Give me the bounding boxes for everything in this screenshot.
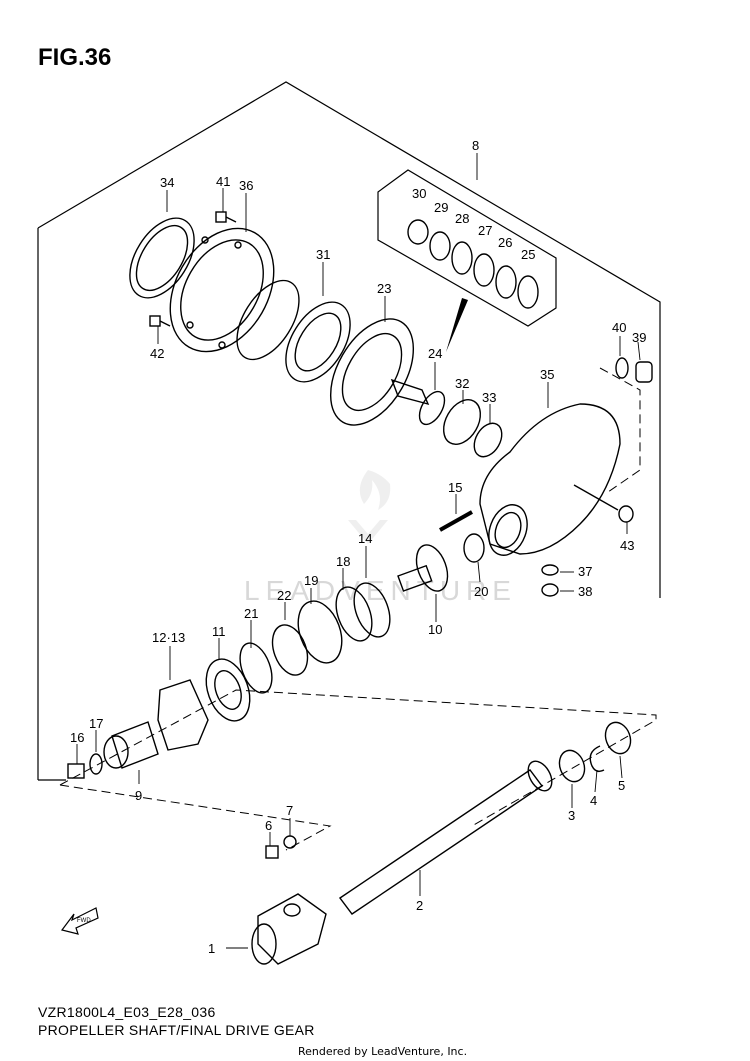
- part-16-17-nut: [67, 753, 103, 779]
- part-35-housing: [479, 403, 621, 556]
- callout-41: 41: [216, 174, 230, 189]
- callout-3: 3: [568, 808, 575, 823]
- callout-2: 2: [416, 898, 423, 913]
- forward-arrow-icon: FWD: [60, 907, 99, 935]
- callout-9: 9: [135, 788, 142, 803]
- part-2-propeller-shaft: [338, 760, 553, 915]
- callout-31: 31: [316, 247, 330, 262]
- render-credit: Rendered by LeadVenture, Inc.: [298, 1045, 468, 1058]
- bearing-stack-14-22: [239, 582, 391, 694]
- callout-4: 4: [590, 793, 597, 808]
- callout-43: 43: [620, 538, 634, 553]
- callout-38: 38: [578, 584, 592, 599]
- part-43-bolt: [573, 484, 634, 523]
- callout-36: 36: [239, 178, 253, 193]
- dashed-guide-lines: [59, 367, 657, 851]
- callout-5: 5: [618, 778, 625, 793]
- figure-title: FIG.36: [38, 44, 112, 71]
- part-31-ring: [236, 279, 351, 383]
- callout-29: 29: [434, 200, 448, 215]
- watermark-logo: [348, 470, 391, 544]
- callout-34: 34: [160, 175, 174, 190]
- callout-14: 14: [358, 531, 372, 546]
- callout-20: 20: [474, 584, 488, 599]
- part-32-bearing: [418, 390, 503, 458]
- part-36-flange: [169, 227, 275, 353]
- part-10-pinion: [397, 544, 449, 592]
- callout-35: 35: [540, 367, 554, 382]
- callout-24: 24: [428, 346, 442, 361]
- callout-18: 18: [336, 554, 350, 569]
- watermark-text: LEADVENTURE: [244, 575, 517, 606]
- callout-27: 27: [478, 223, 492, 238]
- part-11-housing-nut: [205, 658, 251, 722]
- callout-19: 19: [304, 573, 318, 588]
- callout-26: 26: [498, 235, 512, 250]
- callout-42: 42: [150, 346, 164, 361]
- callout-30: 30: [412, 186, 426, 201]
- part-1-universal-joint: [251, 893, 327, 965]
- callout-7: 7: [286, 803, 293, 818]
- part-20-bearing: [463, 533, 485, 563]
- part-34-seal: [129, 217, 195, 299]
- callout-33: 33: [482, 390, 496, 405]
- part-39-40-plug: [615, 357, 653, 383]
- assembly-frame: [37, 81, 661, 781]
- seal-kit-box: [377, 169, 557, 327]
- callout-8: 8: [472, 138, 479, 153]
- callout-25: 25: [521, 247, 535, 262]
- pointer-arrow-icon: [446, 298, 468, 352]
- part-12-13-gasket: [157, 679, 209, 751]
- model-code: VZR1800L4_E03_E28_036: [38, 1004, 216, 1020]
- part-41-42-bolts: [149, 211, 237, 327]
- part-3-4-5-rings: [558, 721, 632, 783]
- callout-17: 17: [89, 716, 103, 731]
- part-15-stud: [439, 510, 473, 532]
- figure-caption: PROPELLER SHAFT/FINAL DRIVE GEAR: [38, 1022, 315, 1038]
- leader-lines: [76, 153, 641, 949]
- part-9-bush: [103, 721, 159, 769]
- callout-12-13: 12·13: [152, 630, 185, 645]
- fwd-label: FWD: [77, 918, 91, 924]
- callout-10: 10: [428, 622, 442, 637]
- callout-23: 23: [377, 281, 391, 296]
- seal-rings-25-30: [407, 219, 539, 309]
- callout-11: 11: [212, 624, 226, 639]
- callout-labels: 8 34 41 36 31 23 42 30 29 28 27 26 25 40…: [70, 138, 646, 956]
- callout-21: 21: [244, 606, 258, 621]
- callout-15: 15: [448, 480, 462, 495]
- callout-37: 37: [578, 564, 592, 579]
- callout-1: 1: [208, 941, 215, 956]
- part-37-38-nut: [541, 564, 559, 597]
- callout-39: 39: [632, 330, 646, 345]
- callout-6: 6: [265, 818, 272, 833]
- part-23-ring-gear: [329, 318, 430, 426]
- callout-28: 28: [455, 211, 469, 226]
- callout-22: 22: [277, 588, 291, 603]
- callout-40: 40: [612, 320, 626, 335]
- callout-16: 16: [70, 730, 84, 745]
- callout-32: 32: [455, 376, 469, 391]
